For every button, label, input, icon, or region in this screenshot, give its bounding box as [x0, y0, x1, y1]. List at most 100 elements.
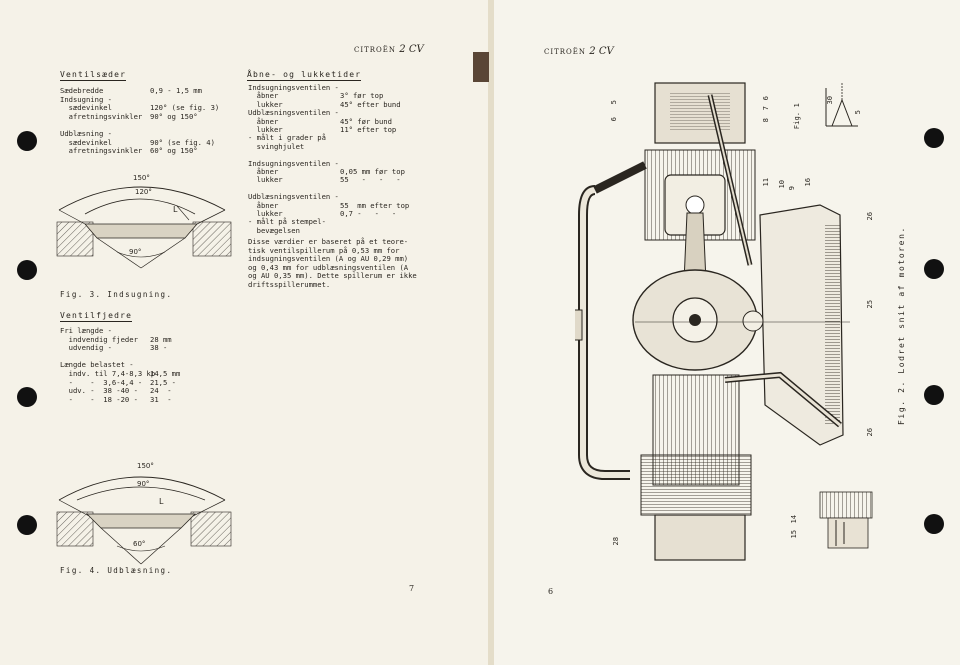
right-header: CITROËN 2 CV — [544, 46, 614, 57]
row-label: - - 18 -20 - — [60, 394, 138, 404]
row-label: Indsugning - — [60, 94, 112, 104]
binding-hole — [924, 385, 944, 405]
row-label: afretningsvinkler — [60, 111, 143, 121]
fig4-width-label: L — [159, 497, 164, 506]
row-label: Indsugningsventilen - — [248, 83, 339, 92]
fig3-width-label: L — [173, 205, 178, 214]
callout-label: 15 — [789, 529, 799, 539]
note-line: Disse værdier er baseret på et teore- — [248, 237, 409, 246]
callout-label: 28 — [611, 536, 621, 546]
valve-springs-title: Ventilfjedre — [60, 311, 133, 320]
row-value: 45° efter bund — [340, 99, 401, 109]
row-label: svinghjulet — [248, 141, 305, 151]
note-line: og AU 0,35 mm). Dette spillerum er ikke — [248, 271, 417, 281]
valve-seats-title: Ventilsæder — [60, 70, 127, 79]
index-tab — [473, 52, 489, 82]
binding-hole — [924, 128, 944, 148]
note-line: indsugningsventilen (A og AU 0,29 mm) — [248, 254, 409, 264]
row-label: lukker — [248, 125, 283, 134]
row-label: Indsugningsventilen - — [248, 158, 339, 168]
row-label: Udblæsning - — [60, 129, 112, 138]
callout-label: 6 — [608, 117, 618, 122]
row-label: lukker — [248, 175, 283, 185]
engine-cross-section — [575, 82, 850, 561]
row-label: udv. - 38 -40 - — [60, 386, 138, 396]
callout-label: 11 — [761, 177, 771, 187]
row-label: sædevinkel — [60, 137, 112, 147]
fig3-angle-outer: 150° — [133, 174, 150, 182]
fig3-drawing: 150° 120° 90° L — [56, 174, 232, 269]
row-label: afretningsvinkler — [60, 146, 143, 156]
fig4-angle-mid: 90° — [137, 480, 149, 488]
valve-detail — [819, 491, 873, 549]
callout-label: 26 — [865, 211, 875, 221]
row-value: 21,5 - — [150, 377, 176, 387]
callout-label: 14 — [789, 514, 799, 524]
row-label: lukker — [248, 99, 283, 109]
row-label: - - 3,6-4,4 - — [60, 377, 143, 387]
row-value: 0,7 - - - — [340, 209, 397, 218]
binding-hole — [17, 387, 37, 407]
row-value: 60° og 150° — [150, 146, 198, 156]
row-value: 0,9 - 1,5 mm — [150, 86, 202, 95]
row-label: Sædebredde — [60, 86, 104, 95]
row-label: - målt i grader på — [248, 133, 326, 143]
callout-label: 10 — [777, 179, 787, 189]
row-label: åbner — [248, 91, 279, 101]
row-label: Udblæsningsventilen - — [248, 192, 339, 202]
left-header: CITROËN 2 CV — [354, 44, 424, 55]
callout-label: 5 — [608, 100, 618, 105]
fig1-label: Fig. 1 — [791, 103, 801, 130]
row-value: 14,5 mm — [150, 369, 181, 378]
timing-title: Åbne- og lukketider — [247, 70, 362, 79]
fig3-angle-inner: 90° — [129, 248, 141, 256]
row-value: 31 - — [150, 394, 172, 404]
row-value: 120° (se fig. 3) — [150, 103, 220, 113]
callout-label: 8 — [760, 118, 770, 123]
row-label: Udblæsningsventilen - — [248, 108, 339, 118]
fig4-drawing: 150° 90° 60° L — [56, 462, 232, 565]
note-line: driftsspillerummet. — [248, 280, 331, 289]
row-value: 28 mm — [150, 334, 172, 344]
row-label: indv. til 7,4-8,3 kp — [60, 369, 156, 378]
note-line: tisk ventilspillerum på 0,53 mm for — [248, 245, 400, 255]
callout-label: 26 — [865, 427, 875, 437]
row-value: 90° og 150° — [150, 111, 198, 121]
row-value: 90° (se fig. 4) — [150, 137, 215, 147]
binding-hole — [17, 131, 37, 151]
binding-hole — [17, 515, 37, 535]
row-value: 55 - - - — [340, 175, 401, 185]
right-page-number: 6 — [548, 587, 554, 596]
row-value: 38 - — [150, 343, 168, 353]
fig3-angle-mid: 120° — [135, 188, 152, 196]
row-label: Længde belastet - — [60, 360, 134, 370]
fig4-angle-inner: 60° — [133, 540, 145, 548]
callout-label: 5 — [852, 110, 862, 115]
row-value: 0,05 mm før top — [340, 167, 405, 176]
callout-label: 9 — [786, 186, 796, 191]
binding-hole — [17, 260, 37, 280]
row-value: 3° før top — [340, 91, 384, 101]
fig4-angle-outer: 150° — [137, 462, 154, 470]
row-value: 24 - — [150, 386, 172, 396]
row-label: åbner — [248, 167, 279, 176]
row-value: 45° før bund — [340, 116, 392, 126]
row-label: åbner — [248, 116, 279, 126]
callout-label: 25 — [865, 299, 875, 309]
left-page — [0, 0, 490, 665]
binding-hole — [924, 514, 944, 534]
callout-label: 7 — [760, 106, 770, 111]
row-label: - målt på stempel- — [248, 217, 326, 227]
callout-label: 30 — [825, 95, 835, 105]
fig2-caption: Fig. 2. Lodret snit af motoren. — [897, 226, 906, 425]
row-value: 11° efter top — [340, 125, 397, 134]
note-line: og 0,43 mm for udblæsningsventilen (A — [248, 262, 409, 272]
right-caption-vertical: Fig. 2. Lodret snit af motoren. — [885, 226, 915, 425]
callout-label: 16 — [803, 177, 813, 187]
row-value: 55 mm efter top — [340, 200, 410, 210]
row-label: bevægelsen — [248, 225, 300, 235]
row-label: sædevinkel — [60, 103, 112, 113]
callout-label: 6 — [760, 96, 770, 101]
fig4-caption: Fig. 4. Udblæsning. — [60, 566, 173, 575]
row-label: Fri længde - — [60, 326, 112, 335]
